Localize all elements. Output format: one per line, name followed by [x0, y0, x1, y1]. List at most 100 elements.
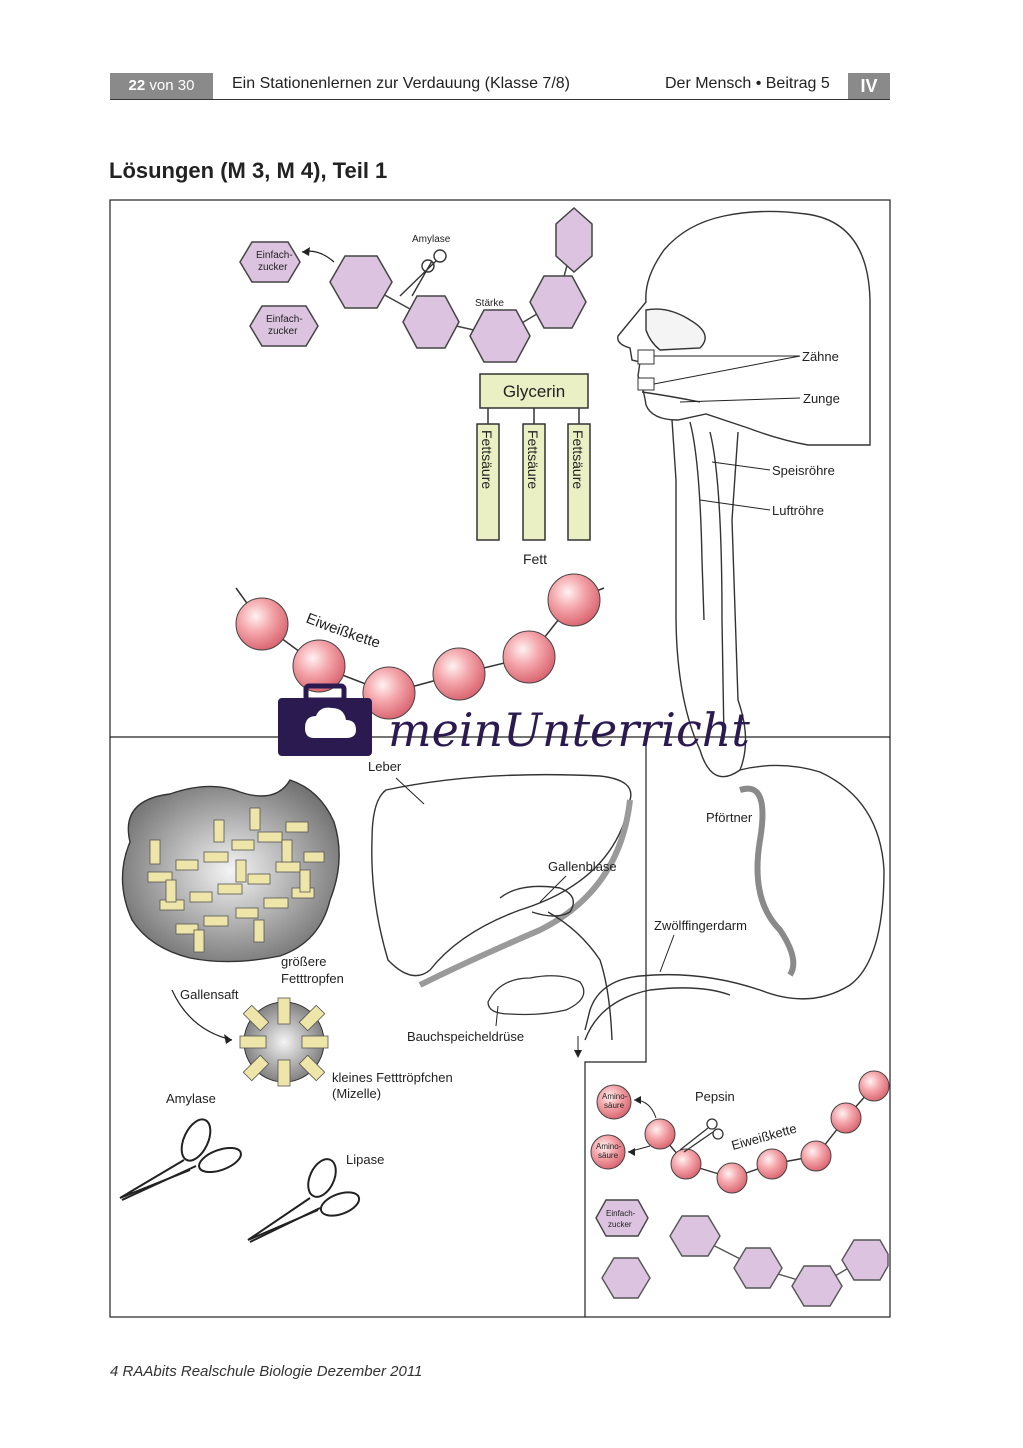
- fat-molecule-cluster: [147, 807, 325, 953]
- amino-acid-bead: [362, 666, 416, 720]
- amino-acid-bead: [292, 639, 346, 693]
- protein-chain: Eiweißkette: [235, 573, 605, 720]
- scissors-icon: [399, 249, 447, 297]
- starch-chain: [329, 206, 593, 363]
- panel-borders: [109, 199, 891, 1318]
- starch-hexagon: [402, 295, 460, 349]
- pylorus-label: Pförtner: [706, 810, 753, 825]
- starch-hexagon: [601, 1257, 651, 1299]
- pepsin-label: Pepsin: [695, 1089, 735, 1104]
- sugar-label-2a: Einfach-: [266, 314, 303, 325]
- arrowhead: [302, 247, 310, 256]
- starch-hexagon: [469, 309, 531, 363]
- amino-acid-bead: [716, 1162, 748, 1194]
- fatty-acid-1: Fettsäure: [476, 423, 500, 541]
- bile-arrow: [171, 989, 233, 1041]
- liver-outline: [371, 773, 633, 1041]
- liver-label: Leber: [368, 759, 402, 774]
- amino-acid-bead: [830, 1102, 862, 1134]
- liver-pointer: [395, 777, 425, 805]
- pepsin-scissors-icon: [679, 1118, 724, 1153]
- fatty-acid-label: Fettsäure: [525, 430, 541, 489]
- amino-label-1b: säure: [604, 1101, 625, 1110]
- release-arrow: [633, 1099, 657, 1119]
- pancreas-label: Bauchspeicheldrüse: [407, 1029, 524, 1044]
- human-body-outline: [617, 210, 871, 778]
- glycerin-label: Glycerin: [503, 382, 565, 401]
- pepsin-chain-label: Eiweißkette: [730, 1121, 799, 1153]
- starch-hexagon: [555, 206, 593, 274]
- arrowhead: [634, 1096, 641, 1104]
- amino-label-2b: säure: [598, 1151, 619, 1160]
- lipase-scissors-label: Lipase: [346, 1152, 384, 1167]
- teeth-label-group: Zähne Zunge Speisröhre Luftröhre: [637, 349, 840, 518]
- amino-acid-bead: [644, 1118, 676, 1150]
- watermark-text: meinUnterricht: [388, 703, 750, 757]
- page-title: Lösungen (M 3, M 4), Teil 1: [109, 158, 388, 183]
- amino-acid-free-2: Amino- säure: [590, 1134, 626, 1170]
- arrowhead: [628, 1148, 635, 1156]
- fat-label: Fett: [523, 551, 547, 567]
- amino-acid-bead: [235, 597, 289, 651]
- pancreas-pointer: [495, 1005, 499, 1027]
- large-drop-label-1: größere: [281, 954, 327, 969]
- amylase-scissors-icon: [119, 1118, 242, 1201]
- sugar-label-3a: Einfach-: [606, 1209, 636, 1218]
- starch-label: Stärke: [475, 298, 504, 309]
- amino-acid-bead: [502, 630, 556, 684]
- sugar-hexagon-3: Einfach- zucker: [595, 1199, 649, 1237]
- page-number: 22: [128, 77, 146, 94]
- trachea-label: Luftröhre: [772, 503, 824, 518]
- sugar-hexagon-2: Einfach- zucker: [249, 305, 319, 347]
- micelle: [239, 997, 329, 1087]
- cloud-icon: [305, 707, 356, 738]
- volume-badge: IV: [848, 73, 890, 99]
- footer: 4 RAAbits Realschule Biologie Dezember 2…: [110, 1363, 423, 1380]
- amino-acid-bead: [547, 573, 601, 627]
- amino-acid-bead: [858, 1070, 890, 1102]
- micelle-label-1: kleines Fetttröpfchen: [332, 1070, 453, 1085]
- amino-label-2a: Amino-: [596, 1142, 622, 1151]
- stomach-starch-chain: [601, 1215, 889, 1307]
- sugar-hexagon-1: Einfach- zucker: [239, 241, 301, 283]
- fatty-acid-3: Fettsäure: [567, 423, 591, 541]
- page-of: von 30: [149, 77, 195, 94]
- amylase-scissors-label: Amylase: [166, 1091, 216, 1106]
- watermark-logo: meinUnterricht: [278, 683, 750, 757]
- fatty-acid-2: Fettsäure: [522, 423, 546, 541]
- gallbladder-pointer: [539, 875, 567, 903]
- duodenum-pointer: [659, 934, 675, 973]
- amino-acid-bead: [756, 1148, 788, 1180]
- starch-hexagon: [529, 275, 587, 329]
- amylase-label-top: Amylase: [412, 234, 451, 245]
- arrowhead: [224, 1034, 232, 1044]
- gallbladder-label: Gallenblase: [548, 859, 617, 874]
- fat-molecule: Glycerin Fettsäure Fettsäure Fettsäure F…: [476, 373, 591, 567]
- starch-hexagon: [669, 1215, 721, 1257]
- stomach-outline: [584, 764, 885, 1041]
- starch-hexagon: [733, 1247, 783, 1289]
- header-title: Ein Stationenlernen zur Verdauung (Klass…: [232, 75, 570, 92]
- large-drop-label-2: Fetttropfen: [281, 971, 344, 986]
- tongue-label: Zunge: [803, 391, 840, 406]
- amino-acid-bead: [670, 1148, 702, 1180]
- sugar-label-2b: zucker: [268, 326, 298, 337]
- amino-acid-free-1: Amino- säure: [596, 1084, 632, 1120]
- esophagus-label: Speisröhre: [772, 463, 835, 478]
- amino-label-1a: Amino-: [602, 1092, 628, 1101]
- sugar-label-1b: zucker: [258, 262, 288, 273]
- duodenum-label: Zwölffingerdarm: [654, 918, 747, 933]
- sugar-label-3b: zucker: [608, 1220, 632, 1229]
- pepsin-protein-chain: Eiweißkette: [644, 1070, 890, 1194]
- pancreas-shape: [487, 975, 585, 1016]
- large-fat-droplet: [121, 779, 340, 963]
- sugar-label-1a: Einfach-: [256, 250, 293, 261]
- micelle-label-2: (Mizelle): [332, 1086, 381, 1101]
- header-rule: [110, 99, 890, 100]
- lipase-scissors-icon: [247, 1158, 361, 1243]
- fatty-acid-label: Fettsäure: [570, 430, 586, 489]
- page-number-badge: 22 von 30: [110, 73, 213, 99]
- header-section: Der Mensch • Beitrag 5: [665, 75, 830, 92]
- starch-hexagon: [841, 1239, 889, 1281]
